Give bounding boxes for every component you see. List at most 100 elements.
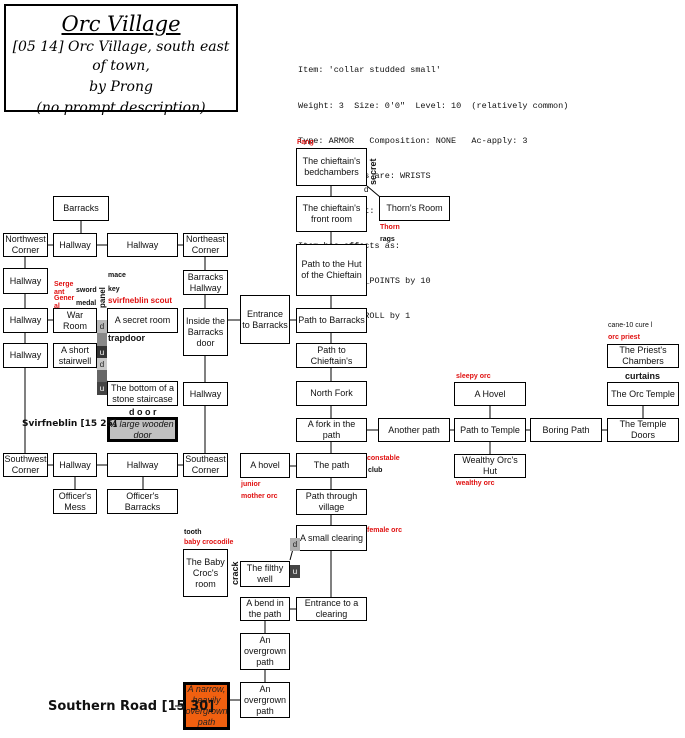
mob-label-baby-crocodile: baby crocodile <box>184 539 234 546</box>
room-path-through-village[interactable]: Path through village <box>296 489 367 515</box>
room-path-to-hut[interactable]: Path to the Hut of the Chieftain <box>296 244 367 296</box>
mob-label-sleepy-orc: sleepy orc <box>456 373 491 380</box>
object-label-key: key <box>108 286 120 293</box>
exit-svirfneblin[interactable]: Svirfneblin [15 25] <box>22 419 117 429</box>
room-thorns-room[interactable]: Thorn's Room <box>379 196 450 221</box>
direction-mark-d: d <box>97 320 107 333</box>
mob-label-constable: constable <box>367 455 400 462</box>
room-overgrown-path-2[interactable]: An overgrown path <box>240 682 290 718</box>
room-entrance-clearing[interactable]: Entrance to a clearing <box>296 597 367 621</box>
object-label-mace: mace <box>108 272 126 279</box>
room-path-to-barracks[interactable]: Path to Barracks <box>296 308 367 333</box>
direction-mark-u: u <box>97 382 107 395</box>
room-officers-barracks[interactable]: Officer's Barracks <box>107 489 178 514</box>
room-priests-chambers[interactable]: The Priest's Chambers <box>607 344 679 368</box>
stair-gradient <box>97 370 107 383</box>
room-narrow-overgrown-path[interactable]: A narrow, heavily overgrown path <box>183 682 230 730</box>
mob-label-sergeant-l2: ant <box>54 289 65 296</box>
mob-label-svirfneblin-scout: svirfneblin scout <box>108 296 173 305</box>
room-inside-barracks-door[interactable]: Inside the Barracks door <box>183 308 228 356</box>
door-label-secret: secret <box>368 158 378 185</box>
room-boring-path[interactable]: Boring Path <box>530 418 602 442</box>
mob-label-general-l2: al <box>54 303 60 310</box>
mob-label-wealthy-orc: wealthy orc <box>456 480 495 487</box>
door-label-door: d o o r <box>129 407 157 417</box>
room-entrance-to-barracks[interactable]: Entrance to Barracks <box>240 295 290 344</box>
object-label-medal: medal <box>76 300 97 307</box>
room-north-fork[interactable]: North Fork <box>296 381 367 406</box>
direction-mark-d: d <box>97 358 107 371</box>
object-label-rags: rags <box>380 236 395 243</box>
door-label-curtains: curtains <box>625 371 661 381</box>
room-barracks-hallway[interactable]: Barracks Hallway <box>183 270 228 295</box>
room-filthy-well[interactable]: The filthy well <box>240 561 290 587</box>
item-info-line: Weight: 3 Size: 0'0" Level: 10 (relative… <box>298 100 569 111</box>
room-temple-doors[interactable]: The Temple Doors <box>607 418 679 442</box>
room-a-hovel-lower[interactable]: A hovel <box>240 453 290 478</box>
door-label-crack: crack <box>230 561 240 585</box>
room-a-hovel-upper[interactable]: A Hovel <box>454 382 526 406</box>
room-front-room[interactable]: The chieftain's front room <box>296 196 367 232</box>
room-hallway-e[interactable]: Hallway <box>183 382 228 406</box>
room-war-room[interactable]: War Room <box>53 308 97 333</box>
object-label-tooth: tooth <box>184 529 202 536</box>
door-label-trapdoor: trapdoor <box>108 333 145 343</box>
item-info-line: Item: 'collar studded small' <box>298 65 441 76</box>
room-path-to-chieftains[interactable]: Path to Chieftain's <box>296 343 367 368</box>
room-fork-in-path[interactable]: A fork in the path <box>296 418 367 442</box>
room-officers-mess[interactable]: Officer's Mess <box>53 489 97 514</box>
room-hallway-w2[interactable]: Hallway <box>3 308 48 333</box>
room-nw-corner[interactable]: Northwest Corner <box>3 233 48 257</box>
object-label-club: club <box>368 467 383 474</box>
room-ne-corner[interactable]: Northeast Corner <box>183 233 228 257</box>
room-hallway-s1[interactable]: Hallway <box>53 453 97 477</box>
direction-mark-d: d <box>290 538 300 551</box>
room-small-clearing[interactable]: A small clearing <box>296 525 367 551</box>
direction-mark-u: u <box>97 346 107 359</box>
map-title: Orc Village <box>61 12 181 36</box>
room-hallway-s2[interactable]: Hallway <box>107 453 178 477</box>
object-label-sword: sword <box>76 287 97 294</box>
mob-label-female-orc: female orc <box>367 527 403 534</box>
room-hallway-w3[interactable]: Hallway <box>3 343 48 368</box>
room-orc-temple[interactable]: The Orc Temple <box>607 382 679 406</box>
room-hallway-w1[interactable]: Hallway <box>3 268 48 294</box>
door-label-panel: panel <box>98 287 107 308</box>
room-the-path[interactable]: The path <box>296 453 367 478</box>
room-overgrown-path-1[interactable]: An overgrown path <box>240 633 290 670</box>
map-subtitle-line-1: [05 14] Orc Village, south east of town, <box>12 39 230 74</box>
room-short-stairwell[interactable]: A short stairwell <box>53 343 97 368</box>
mob-label-general-l1: Gener <box>54 295 75 302</box>
room-baby-croc-room[interactable]: The Baby Croc's room <box>183 549 228 597</box>
direction-mark-u: u <box>290 565 300 578</box>
item-info-line: Type: ARMOR Composition: NONE Ac-apply: … <box>298 135 528 146</box>
room-bedchambers[interactable]: The chieftain's bedchambers <box>296 148 367 186</box>
room-bottom-staircase[interactable]: The bottom of a stone staircase <box>107 381 178 406</box>
stair-gradient <box>97 333 107 346</box>
map-title-box: Orc Village [05 14] Orc Village, south e… <box>4 4 238 116</box>
room-path-to-temple[interactable]: Path to Temple <box>454 418 526 442</box>
map-subtitle-line-3: (no prompt description) <box>36 100 206 116</box>
room-hallway-n2[interactable]: Hallway <box>107 233 178 257</box>
map-subtitle-line-2: by Prong <box>89 79 153 95</box>
mob-label-fang: Fang <box>297 139 314 146</box>
room-se-corner[interactable]: Southeast Corner <box>183 453 228 477</box>
room-bend-in-path[interactable]: A bend in the path <box>240 597 290 621</box>
exit-southern-road[interactable]: Southern Road [15 30] <box>48 699 215 714</box>
room-sw-corner[interactable]: Southwest Corner <box>3 453 48 477</box>
room-large-wooden-door[interactable]: A large wooden door <box>107 417 178 442</box>
room-barracks[interactable]: Barracks <box>53 196 109 221</box>
room-hallway-n1[interactable]: Hallway <box>53 233 97 257</box>
mob-label-sergeant-l1: Serge <box>54 281 74 288</box>
mob-label-thorn: Thorn <box>380 224 400 231</box>
object-label-cane: cane-10 cure l <box>608 322 653 329</box>
room-another-path[interactable]: Another path <box>378 418 450 442</box>
mob-label-orc-priest: orc priest <box>608 334 640 341</box>
mob-label-junior: junior <box>241 481 261 488</box>
room-secret-room[interactable]: A secret room <box>107 308 178 333</box>
direction-mark-d: d <box>364 185 369 194</box>
room-wealthy-orcs-hut[interactable]: Wealthy Orc's Hut <box>454 454 526 478</box>
mob-label-mother-orc: mother orc <box>241 493 278 500</box>
